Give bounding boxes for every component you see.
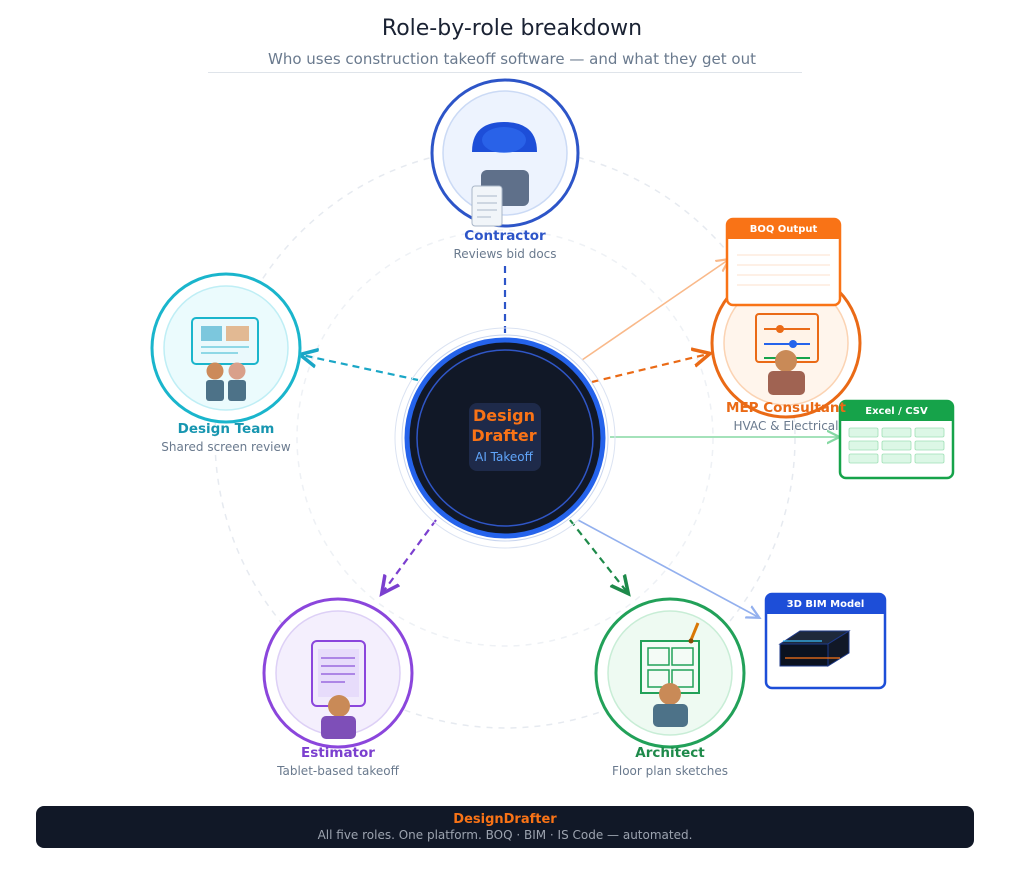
output-card-excel-title: Excel / CSV	[865, 406, 928, 417]
people-icon	[206, 362, 246, 401]
footer-banner: DesignDrafter All five roles. One platfo…	[36, 806, 974, 848]
connector-architect	[569, 519, 627, 592]
role-estimator	[262, 597, 414, 749]
document-icon	[471, 185, 503, 227]
connector-boq	[581, 260, 728, 361]
hub-subtitle: AI Takeoff	[475, 450, 533, 464]
hard-hat-icon	[472, 122, 537, 153]
output-card-boq-title: BOQ Output	[749, 224, 818, 235]
page-title: Role-by-role breakdown	[381, 16, 643, 41]
worker-icon	[768, 350, 805, 395]
bim-cube-icon	[778, 630, 851, 667]
pencil-icon	[688, 622, 700, 644]
worker-icon	[321, 695, 356, 739]
output-card-boq	[725, 217, 842, 307]
output-card-bim-title: 3D BIM Model	[786, 599, 865, 610]
role-mep	[710, 267, 862, 419]
hub-name-line2: Drafter	[471, 426, 537, 445]
connector-bim	[577, 519, 758, 617]
connector-estimator	[383, 519, 437, 592]
orbit-ring-inner	[296, 229, 714, 647]
hub-logo-box	[469, 403, 541, 471]
orbit-ring-outer	[214, 147, 796, 729]
role-mep-name: MEP Consultant	[726, 400, 846, 416]
tablet-icon	[311, 640, 366, 707]
shared-screen-icon	[191, 317, 259, 365]
page-subtitle: Who uses construction takeoff software —…	[268, 50, 756, 68]
role-contractor-desc: Reviews bid docs	[453, 247, 557, 261]
footer-title: DesignDrafter	[453, 812, 557, 827]
hub-name: Design Drafter	[444, 406, 564, 446]
role-estimator-name: Estimator	[301, 745, 375, 761]
role-architect	[594, 597, 746, 749]
output-card-bim	[764, 592, 887, 690]
role-design-team	[150, 272, 302, 424]
role-design-team-desc: Shared screen review	[161, 440, 291, 454]
worker-icon	[653, 683, 688, 727]
role-architect-desc: Floor plan sketches	[611, 764, 729, 778]
role-contractor	[430, 78, 580, 228]
role-design-team-name: Design Team	[177, 421, 275, 437]
hub-name-line1: Design	[473, 406, 535, 425]
role-architect-name: Architect	[635, 745, 705, 761]
role-estimator-desc: Tablet-based takeoff	[277, 764, 399, 778]
output-card-excel	[838, 399, 955, 480]
footer-tagline: All five roles. One platform. BOQ · BIM …	[317, 828, 693, 842]
role-contractor-name: Contractor	[464, 228, 546, 244]
connector-mep	[591, 354, 708, 384]
role-mep-desc: HVAC & Electrical	[733, 419, 839, 433]
connector-design-team	[302, 355, 419, 382]
title-divider	[208, 72, 802, 73]
